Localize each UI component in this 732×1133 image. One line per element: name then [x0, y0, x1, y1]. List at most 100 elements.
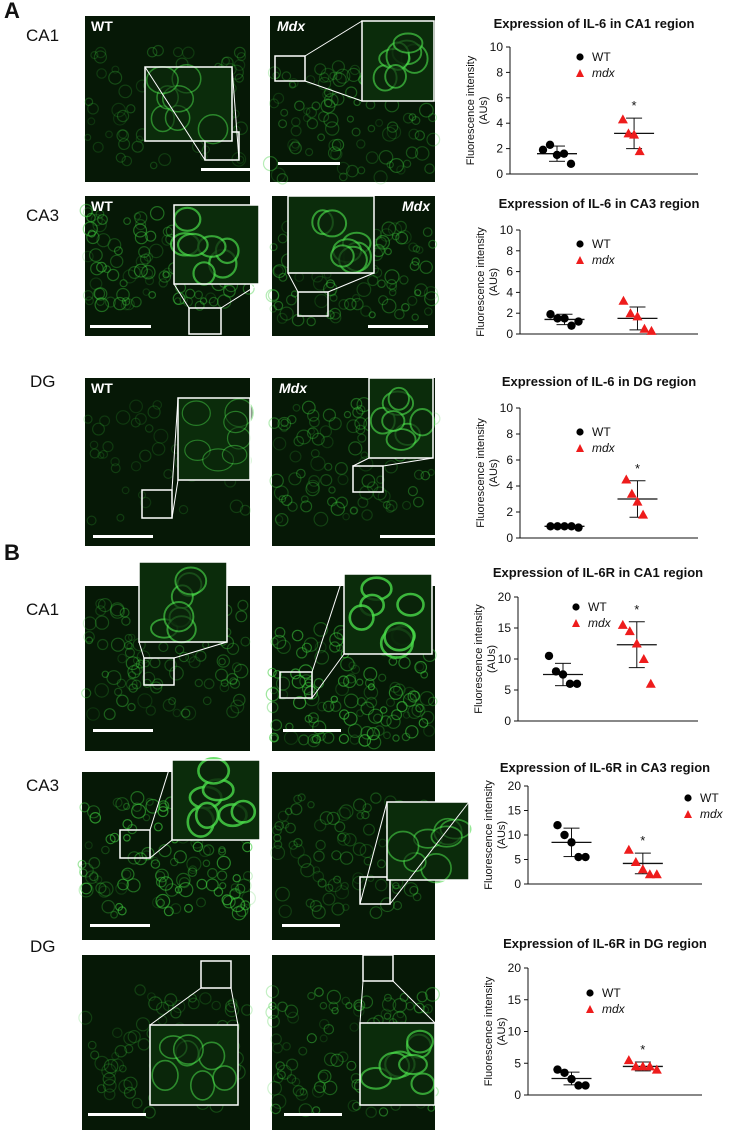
region-label-b-dg: DG — [30, 937, 56, 956]
micrograph-b-ca3-mdx — [270, 772, 472, 940]
data-point — [567, 321, 576, 330]
y-tick-label: 2 — [506, 306, 513, 320]
y-tick-label: 20 — [508, 779, 522, 793]
data-point — [646, 325, 657, 335]
legend-marker — [572, 619, 580, 627]
data-point — [560, 1068, 569, 1077]
data-point — [552, 150, 562, 160]
data-point — [574, 852, 583, 862]
y-axis-label: Fluorescence intensity — [483, 780, 495, 890]
region-label-b-ca1: CA1 — [26, 600, 60, 619]
data-point — [630, 856, 641, 866]
y-tick-label: 4 — [506, 479, 513, 493]
significance-marker: * — [640, 1042, 645, 1057]
legend-label: mdx — [592, 253, 616, 267]
y-axis-label: Fluorescence intensity — [475, 418, 487, 528]
chart-title: Expression of IL-6 in DG region — [502, 374, 696, 389]
genotype-label-wt: WT — [91, 380, 113, 396]
y-tick-label: 10 — [490, 40, 504, 54]
data-point — [638, 654, 649, 663]
data-point — [621, 474, 632, 484]
data-point — [559, 149, 569, 158]
data-point — [631, 638, 642, 648]
micrograph-a-ca3-wt — [79, 196, 260, 336]
data-point — [544, 651, 554, 661]
data-point — [553, 821, 562, 830]
legend-marker — [684, 810, 692, 818]
data-point — [560, 830, 569, 840]
data-point — [567, 838, 576, 847]
data-point — [623, 844, 634, 854]
legend-marker — [576, 69, 584, 77]
y-axis-label-units: (AUs) — [496, 1017, 508, 1045]
significance-marker: * — [634, 602, 639, 617]
genotype-label-mdx: Mdx — [402, 198, 430, 214]
legend-marker — [576, 53, 584, 61]
chart-svg: Expression of IL-6R in CA3 region0510152… — [483, 760, 724, 891]
y-axis-label: Fluorescence intensity — [483, 976, 495, 1086]
micrograph-a-ca1-mdx — [262, 16, 441, 185]
region-label-a-dg: DG — [30, 372, 56, 391]
data-point — [618, 295, 629, 305]
legend-label: mdx — [592, 441, 616, 455]
y-tick-label: 5 — [514, 1056, 521, 1070]
data-point — [558, 670, 568, 679]
data-point — [545, 140, 555, 149]
y-axis-label: Fluorescence intensity — [465, 55, 477, 165]
genotype-label-wt: WT — [91, 198, 113, 214]
y-tick-label: 0 — [506, 327, 513, 341]
data-point — [546, 522, 555, 531]
y-tick-label: 20 — [498, 590, 512, 604]
y-tick-label: 10 — [500, 223, 514, 237]
legend-marker — [576, 240, 584, 248]
micrograph-b-dg-wt — [78, 955, 253, 1130]
data-point — [626, 488, 637, 498]
legend-label: mdx — [588, 616, 612, 630]
data-point — [574, 523, 583, 532]
legend-marker — [586, 1005, 594, 1013]
data-point — [560, 522, 569, 531]
y-tick-label: 10 — [498, 652, 512, 666]
y-tick-label: 8 — [496, 65, 503, 79]
legend-marker — [572, 603, 580, 611]
micrograph-b-ca1-wt — [81, 561, 251, 751]
y-tick-label: 5 — [514, 853, 521, 867]
panel-letter-a: A — [4, 0, 20, 23]
significance-marker: * — [640, 833, 645, 848]
micrograph-a-dg-wt — [83, 378, 254, 546]
y-tick-label: 10 — [508, 1025, 522, 1039]
genotype-label-mdx: Mdx — [277, 18, 305, 34]
data-point — [617, 619, 628, 629]
y-tick-label: 0 — [514, 877, 521, 891]
data-point — [644, 1061, 655, 1071]
y-tick-label: 15 — [508, 993, 522, 1007]
chart-title: Expression of IL-6R in DG region — [503, 936, 707, 951]
legend-marker — [586, 989, 594, 997]
legend-label: WT — [700, 791, 719, 805]
data-point — [551, 667, 561, 676]
y-tick-label: 0 — [506, 531, 513, 545]
micrograph-b-dg-mdx — [265, 954, 440, 1130]
significance-marker: * — [635, 461, 640, 476]
data-point — [623, 128, 634, 138]
data-point — [623, 1055, 634, 1065]
legend-label: WT — [592, 50, 611, 64]
y-tick-label: 10 — [508, 828, 522, 842]
legend-label: WT — [602, 986, 621, 1000]
y-tick-label: 2 — [496, 142, 503, 156]
y-tick-label: 0 — [496, 167, 503, 181]
y-axis-label-units: (AUs) — [488, 459, 500, 487]
chart-svg: Expression of IL-6R in CA1 region0510152… — [473, 565, 703, 728]
y-tick-label: 4 — [496, 116, 503, 130]
data-point — [581, 1081, 590, 1090]
data-point — [644, 869, 655, 879]
y-tick-label: 0 — [504, 714, 511, 728]
chart-svg: Expression of IL-6 in DG region0246810Fl… — [475, 374, 698, 545]
y-tick-label: 2 — [506, 505, 513, 519]
